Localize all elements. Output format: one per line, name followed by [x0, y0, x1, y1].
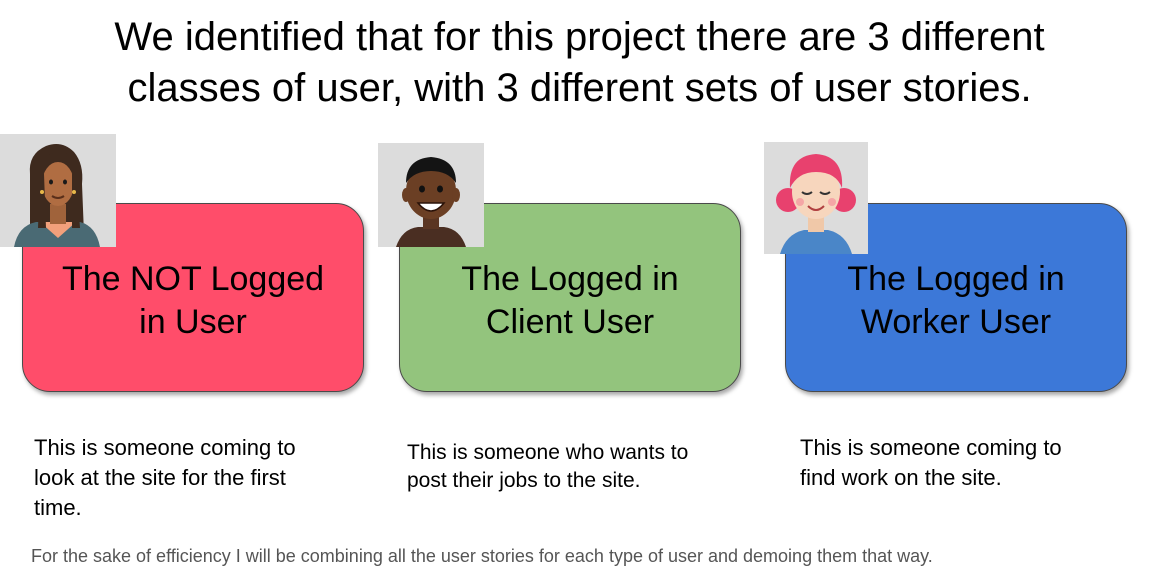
card-label: The Logged in Client User: [400, 258, 740, 344]
woman-long-hair-avatar-icon: [0, 134, 116, 247]
slide-title: We identified that for this project ther…: [0, 12, 1159, 114]
description-line: This is someone coming to: [34, 435, 296, 460]
description-line: find work on the site.: [800, 465, 1002, 490]
description-line: This is someone who wants to: [407, 441, 689, 464]
card-label-line-2: Client User: [485, 303, 655, 341]
description-line: This is someone coming to: [800, 435, 1062, 460]
client-user-description: This is someone who wants to post their …: [407, 439, 688, 495]
not-logged-in-user-card: The NOT Logged in User: [22, 203, 364, 392]
card-label-line-1: The NOT Logged: [61, 260, 325, 298]
description-line: post their jobs to the site.: [407, 469, 641, 492]
not-logged-in-user-description: This is someone coming to look at the si…: [34, 433, 296, 523]
card-label-line-1: The Logged in: [461, 260, 679, 298]
pink-hair-woman-avatar-icon: [764, 142, 868, 254]
smiling-man-avatar-icon: [378, 143, 484, 247]
description-line: time.: [34, 495, 82, 520]
worker-user-description: This is someone coming to find work on t…: [800, 433, 1062, 493]
slide-title-line-2: classes of user, with 3 different sets o…: [127, 66, 1032, 110]
card-label: The Logged in Worker User: [786, 258, 1126, 344]
card-label-line-2: in User: [139, 303, 247, 341]
card-label-line-2: Worker User: [860, 303, 1052, 341]
footer-note: For the sake of efficiency I will be com…: [31, 546, 933, 566]
card-label-line-1: The Logged in: [847, 260, 1065, 298]
description-line: look at the site for the first: [34, 465, 286, 490]
slide-title-line-1: We identified that for this project ther…: [114, 15, 1045, 59]
card-label: The NOT Logged in User: [23, 258, 363, 344]
